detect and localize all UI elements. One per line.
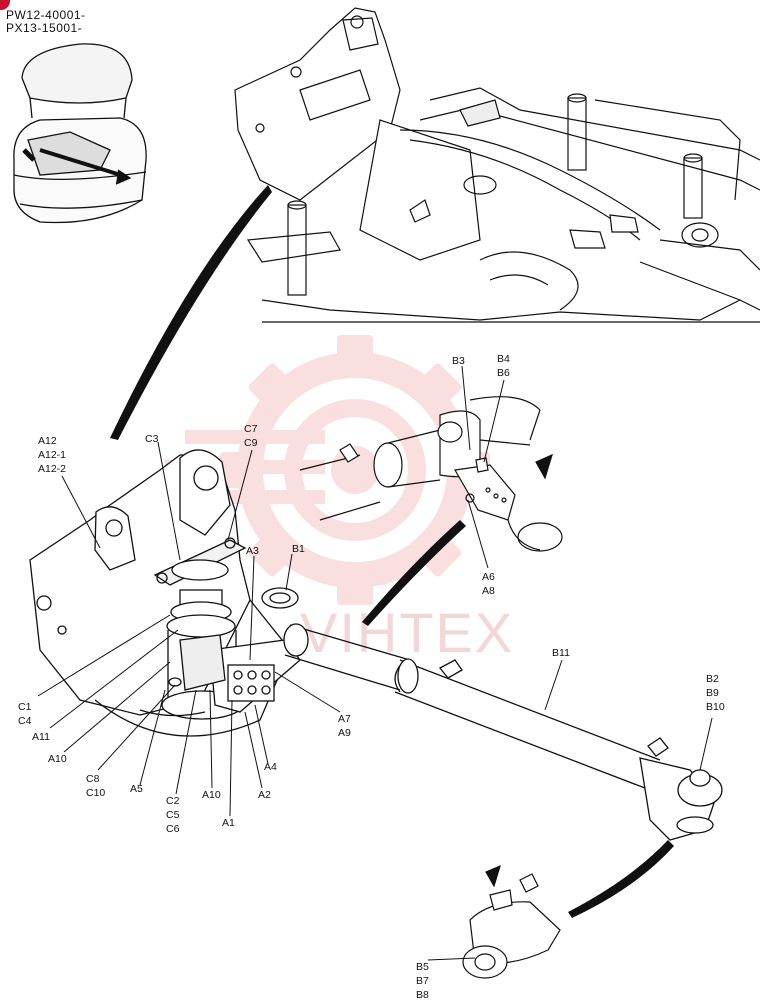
label-b9: B9 <box>706 687 719 699</box>
label-a11: A11 <box>32 731 50 743</box>
bottom-pin-detail-view <box>462 864 561 979</box>
label-a12: A12 <box>38 435 57 447</box>
watermark-text: VIHTEX <box>300 601 514 664</box>
machine-overview-inset <box>13 43 147 224</box>
label-a5: A5 <box>130 783 143 795</box>
label-a10-mid: A10 <box>202 789 221 801</box>
label-a3: A3 <box>246 545 259 557</box>
label-c6: C6 <box>166 823 180 835</box>
label-b10: B10 <box>706 701 725 713</box>
label-a12-2: A12-2 <box>38 463 66 475</box>
label-c9: C9 <box>244 437 258 449</box>
label-b1: B1 <box>292 543 305 555</box>
label-c3: C3 <box>145 433 159 445</box>
page-corner-marker <box>0 0 10 10</box>
label-b11: B11 <box>552 647 570 659</box>
label-c1: C1 <box>18 701 32 713</box>
bottom-callout-arrow <box>568 840 674 918</box>
label-c7: C7 <box>244 423 258 435</box>
label-a6: A6 <box>482 571 495 583</box>
label-a7: A7 <box>338 713 351 725</box>
label-a12-1: A12-1 <box>38 449 66 461</box>
label-c8: C8 <box>86 773 100 785</box>
label-b7: B7 <box>416 975 429 987</box>
serial-range-2: PX13-15001- <box>6 21 83 35</box>
label-a2: A2 <box>258 789 271 801</box>
label-b4: B4 <box>497 353 510 365</box>
label-b2: B2 <box>706 673 719 685</box>
part-labels: A12 A12-1 A12-2 C3 C7 C9 A3 B1 B3 B4 B6 … <box>18 353 725 1000</box>
serial-range-1: PW12-40001- <box>6 8 86 22</box>
zoom-callout-arrow <box>110 185 272 440</box>
label-c2: C2 <box>166 795 180 807</box>
rod-end-detail-view <box>299 396 563 552</box>
label-a1: A1 <box>222 817 235 829</box>
swing-bracket-view <box>29 449 301 737</box>
label-c5: C5 <box>166 809 180 821</box>
upper-frame-assembly-view <box>234 7 760 323</box>
label-b6: B6 <box>497 367 510 379</box>
label-b3: B3 <box>452 355 465 367</box>
label-a9: A9 <box>338 727 351 739</box>
detail-callout-arrow <box>362 520 466 626</box>
boom-cylinder-view <box>283 623 723 841</box>
label-a4: A4 <box>264 761 277 773</box>
label-a10-left: A10 <box>48 753 67 765</box>
label-b5: B5 <box>416 961 429 973</box>
label-a8: A8 <box>482 585 495 597</box>
label-c10: C10 <box>86 787 105 799</box>
leader-lines <box>37 365 713 961</box>
label-b8: B8 <box>416 989 429 1000</box>
label-c4: C4 <box>18 715 32 727</box>
